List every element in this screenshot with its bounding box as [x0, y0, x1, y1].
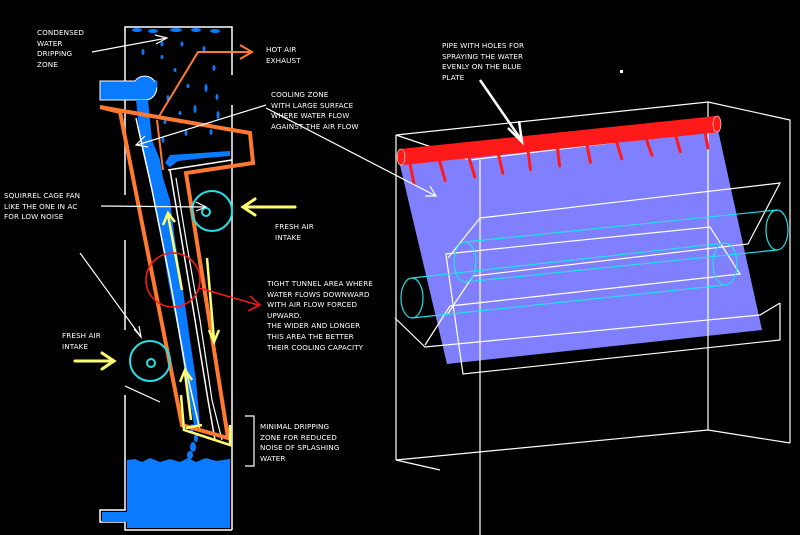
spray-pipe-end-right [712, 115, 722, 133]
spray-pipe [396, 115, 722, 186]
air-duct-outline [99, 105, 256, 441]
squirrel-cage-fan-upper [191, 190, 233, 232]
spray-nozzle [703, 130, 710, 150]
label-fresh-air-left: FRESH AIR INTAKE [62, 331, 101, 351]
spray-nozzles [408, 130, 710, 186]
inner-channel-left [135, 117, 201, 431]
inner-channel-right-2 [175, 177, 223, 441]
inner-channel-right-down [169, 169, 216, 441]
deflector [124, 385, 161, 403]
hot-air-exhaust-path [157, 51, 250, 119]
blue-plate [400, 130, 762, 364]
water-reservoir [102, 458, 230, 528]
label-minimal-dripping: MINIMAL DRIPPING ZONE FOR REDUCED NOISE … [260, 422, 340, 463]
label-hot-air-exhaust: HOT AIR EXHAUST [266, 45, 301, 65]
hot-air-exhaust-arrowhead [239, 44, 254, 60]
pipe-leader [478, 79, 524, 146]
spray-pipe-end-left [396, 148, 406, 166]
leader-lines [79, 34, 267, 340]
spray-nozzle [615, 140, 624, 161]
spray-nozzle [497, 152, 505, 175]
inner-tray [394, 182, 782, 375]
left-tower [73, 26, 297, 531]
label-cooling-zone: COOLING ZONE WITH LARGE SURFACE WHERE WA… [271, 90, 359, 131]
label-fresh-air-right: FRESH AIR INTAKE [275, 222, 314, 242]
fresh-air-arrow-left [73, 351, 117, 371]
water-film [136, 100, 200, 425]
spray-nozzle [674, 133, 682, 154]
spray-pipe-body [400, 116, 720, 165]
spray-nozzle [644, 136, 654, 157]
tunnel-callout-circle [145, 252, 201, 308]
duct-inner-line [156, 119, 164, 171]
label-condensed-water: CONDENSED WATER DRIPPING ZONE [37, 28, 85, 69]
spray-nozzle [585, 143, 592, 164]
condensed-water-drops [132, 28, 220, 143]
label-spray-pipe: PIPE WITH HOLES FOR SPRAYING THE WATER E… [442, 41, 525, 82]
water-on-shelf [165, 151, 230, 167]
plate-leader [265, 107, 438, 197]
inner-channel-right [167, 159, 233, 171]
air-tube-cylinders [400, 209, 789, 319]
squirrel-cage-fan-lower [129, 340, 171, 382]
spray-nozzle [556, 146, 562, 168]
label-tight-tunnel: TIGHT TUNNEL AREA WHERE WATER FLOWS DOWN… [267, 279, 373, 352]
tunnel-callout-arrowhead [247, 295, 262, 312]
tunnel-callout-pointer [198, 287, 259, 306]
right-assembly [265, 70, 791, 535]
fresh-air-arrow-right [240, 197, 297, 217]
stray-dot [620, 70, 623, 73]
spray-nozzle [408, 162, 416, 186]
spray-nozzle [526, 149, 532, 172]
dripping-zone-bracket [245, 415, 255, 467]
label-squirrel-fan: SQUIRREL CAGE FAN LIKE THE ONE IN AC FOR… [4, 191, 81, 222]
inlet-pipe [99, 75, 158, 101]
spray-nozzle [438, 159, 447, 182]
tower-housing-lower-left [99, 395, 232, 531]
spray-nozzle [467, 156, 477, 179]
